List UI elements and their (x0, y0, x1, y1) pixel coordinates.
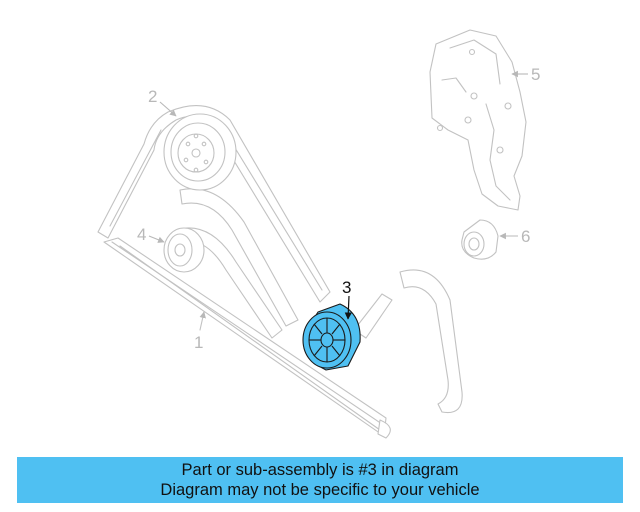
callout-label-3: 3 (342, 278, 351, 297)
callout-5: 5 (511, 65, 540, 84)
plug-cap-part-6 (461, 219, 499, 260)
callout-2: 2 (148, 87, 177, 117)
callout-1: 1 (194, 311, 206, 352)
drive-belt-part-1 (103, 237, 391, 439)
callout-label-4: 4 (137, 225, 146, 244)
banner-line-2: Diagram may not be specific to your vehi… (160, 481, 480, 499)
banner-line-1: Part or sub-assembly is #3 in diagram (181, 461, 459, 479)
tensioner-belt-loop (353, 269, 463, 414)
callout-6: 6 (499, 227, 530, 246)
idler-pulley-part-3-highlighted[interactable] (302, 303, 361, 371)
info-banner: Part or sub-assembly is #3 in diagram Di… (17, 457, 623, 503)
crank-pulley-part-2 (163, 113, 237, 191)
callout-label-1: 1 (194, 333, 203, 352)
callout-3: 3 (342, 278, 352, 320)
callout-label-2: 2 (148, 87, 157, 106)
small-pulley-part-4 (163, 227, 205, 273)
callout-label-6: 6 (521, 227, 530, 246)
callout-4: 4 (137, 225, 165, 244)
callout-label-5: 5 (531, 65, 540, 84)
timing-cover-part-5 (429, 29, 527, 211)
